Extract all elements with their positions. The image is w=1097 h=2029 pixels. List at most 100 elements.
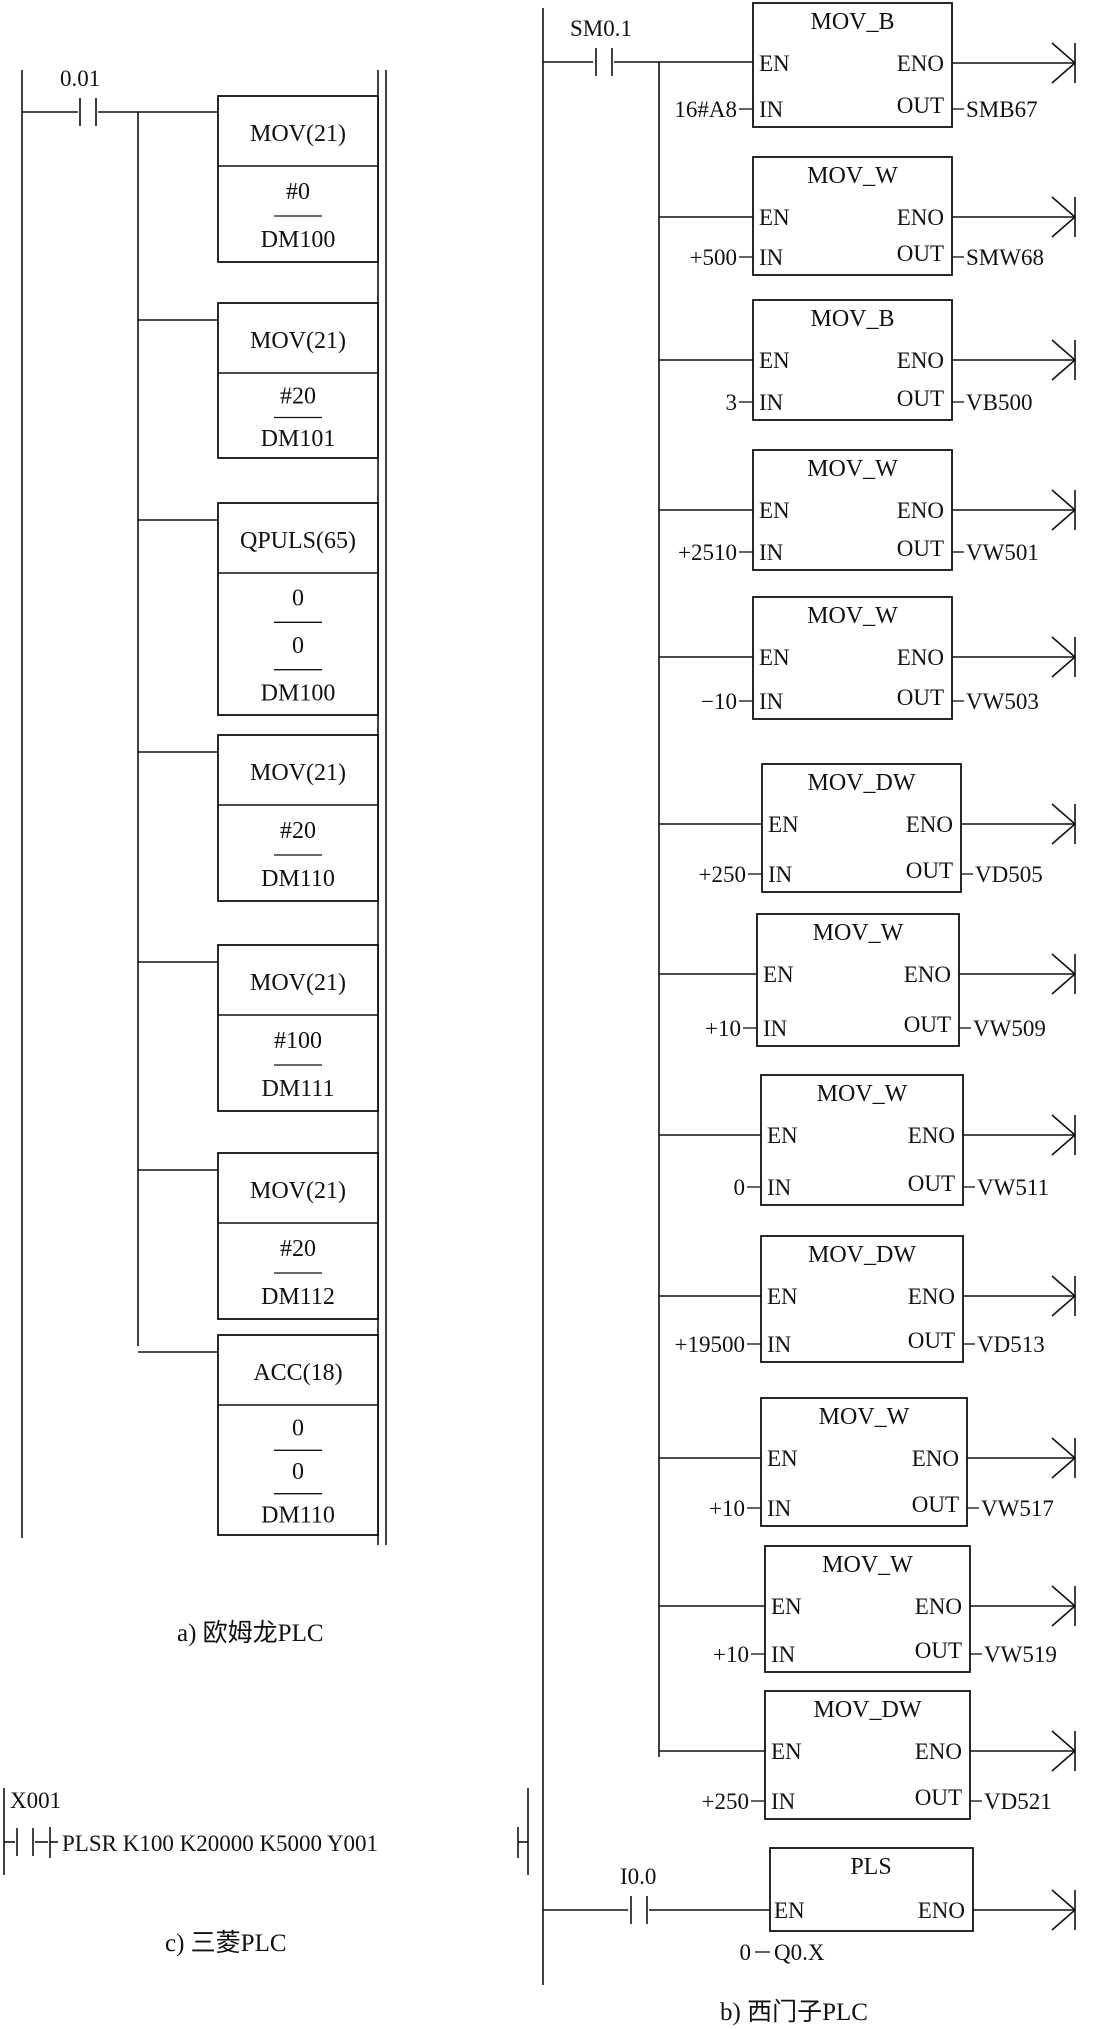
siemens-in-label: IN — [759, 245, 784, 270]
siemens-out-label: OUT — [897, 386, 944, 411]
siemens-in-value: +10 — [713, 1642, 749, 1667]
omron-block-operand: DM112 — [261, 1284, 335, 1310]
siemens-out-label: OUT — [915, 1638, 962, 1663]
siemens-en-label: EN — [759, 205, 790, 230]
siemens-pls-rung: I0.0 PLS EN ENO Q0.X 0 — [543, 1847, 1077, 1965]
siemens-eno-label: ENO — [904, 962, 951, 987]
omron-block-box — [217, 944, 379, 1112]
siemens-out-label: OUT — [904, 1012, 951, 1037]
siemens-out-value: SMW68 — [966, 245, 1044, 270]
siemens-in-value: +250 — [699, 862, 746, 887]
mitsubishi-ladder: X001 PLSR K100 K20000 K5000 Y001 c) 三菱PL… — [3, 1788, 529, 1957]
siemens-en-label: EN — [759, 498, 790, 523]
siemens-in-label: IN — [768, 862, 793, 887]
siemens-eno-label: ENO — [897, 498, 944, 523]
siemens-block-title: MOV_W — [807, 456, 898, 482]
siemens-block-title: MOV_W — [813, 920, 904, 946]
siemens-in-value: 16#A8 — [674, 97, 737, 122]
siemens-en-label: EN — [768, 812, 799, 837]
siemens-block-box — [760, 1397, 968, 1527]
omron-block-box — [217, 95, 379, 263]
pls-eno-label: ENO — [918, 1898, 965, 1923]
siemens-block-title: MOV_B — [810, 306, 894, 332]
omron-block-operand: 0 — [292, 586, 304, 612]
siemens-in-label: IN — [767, 1332, 792, 1357]
omron-block-operand: DM100 — [261, 680, 336, 706]
omron-block-title: MOV(21) — [250, 328, 346, 354]
siemens-out-label: OUT — [897, 536, 944, 561]
omron-block-title: MOV(21) — [250, 121, 346, 147]
siemens-in-value: +2510 — [678, 540, 737, 565]
siemens-out-value: VD505 — [975, 862, 1043, 887]
siemens-out-value: SMB67 — [966, 97, 1038, 122]
siemens-in-value: +500 — [690, 245, 737, 270]
pls-in-label: Q0.X — [774, 1940, 825, 1965]
omron-ladder: 0.01 MOV(21)#0DM100MOV(21)#20DM101QPULS(… — [21, 66, 387, 1647]
siemens-eno-label: ENO — [897, 645, 944, 670]
siemens-in-value: +10 — [705, 1016, 741, 1041]
siemens-block-title: MOV_DW — [808, 1242, 916, 1268]
siemens-block-title: MOV_B — [810, 9, 894, 35]
siemens-block-box — [752, 596, 953, 720]
siemens-eno-label: ENO — [915, 1739, 962, 1764]
siemens-block-title: MOV_W — [807, 163, 898, 189]
omron-block-operand: DM110 — [261, 866, 335, 892]
pls-in-value: 0 — [740, 1940, 752, 1965]
siemens-en-label: EN — [767, 1123, 798, 1148]
siemens-out-value: VW519 — [984, 1642, 1057, 1667]
siemens-block-box — [760, 1074, 964, 1206]
siemens-en-label: EN — [759, 645, 790, 670]
omron-block-box — [217, 302, 379, 459]
omron-block-operand: 0 — [292, 1416, 304, 1442]
siemens-en-label: EN — [759, 51, 790, 76]
siemens-block-box — [761, 763, 962, 893]
siemens-out-label: OUT — [897, 685, 944, 710]
omron-block-box — [217, 1334, 379, 1536]
omron-block-operand: DM101 — [261, 426, 336, 452]
omron-block-operand: #20 — [280, 1236, 316, 1262]
siemens-out-value: VW503 — [966, 689, 1039, 714]
omron-caption: a) 欧姆龙PLC — [177, 1619, 324, 1647]
mitsubishi-caption: c) 三菱PLC — [165, 1929, 287, 1957]
siemens-block: MOV_W EN ENO IN OUT +500 SMW68 — [659, 156, 1077, 276]
siemens-in-value: +19500 — [675, 1332, 745, 1357]
omron-block-title: QPULS(65) — [240, 528, 356, 554]
omron-block-operand: #20 — [280, 818, 316, 844]
omron-block-operand: 0 — [292, 1459, 304, 1485]
siemens-in-label: IN — [759, 390, 784, 415]
siemens-eno-label: ENO — [908, 1284, 955, 1309]
siemens-eno-label: ENO — [897, 205, 944, 230]
siemens-en-label: EN — [767, 1284, 798, 1309]
siemens-block-box — [760, 1235, 964, 1363]
siemens-en-label: EN — [767, 1446, 798, 1471]
siemens-in-value: −10 — [701, 689, 737, 714]
pls-block-title: PLS — [850, 1854, 891, 1880]
pls-en-label: EN — [774, 1898, 805, 1923]
siemens-in-label: IN — [759, 540, 784, 565]
siemens-out-label: OUT — [897, 93, 944, 118]
siemens-en-label: EN — [771, 1594, 802, 1619]
siemens-eno-label: ENO — [908, 1123, 955, 1148]
siemens-in-label: IN — [767, 1175, 792, 1200]
omron-block-box — [217, 1152, 379, 1320]
siemens-en-label: EN — [771, 1739, 802, 1764]
siemens-in-label: IN — [771, 1642, 796, 1667]
siemens-block-box — [752, 2, 953, 128]
siemens-out-value: VW501 — [966, 540, 1039, 565]
siemens-out-label: OUT — [915, 1785, 962, 1810]
siemens-block-title: MOV_W — [819, 1404, 910, 1430]
siemens-out-label: OUT — [897, 241, 944, 266]
